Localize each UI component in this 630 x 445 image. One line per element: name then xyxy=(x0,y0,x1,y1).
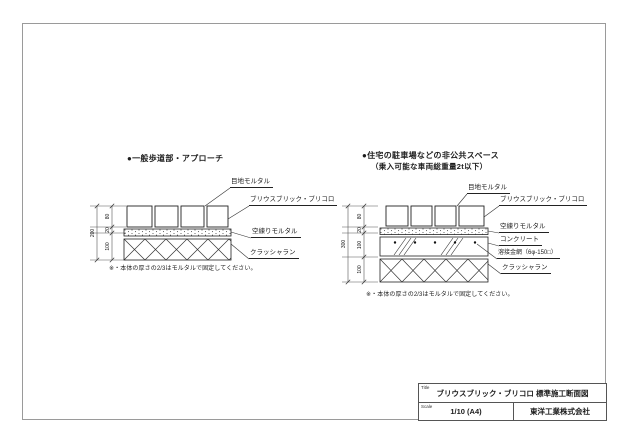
left-label-product: ブリウスブリック・ブリコロ xyxy=(249,196,338,206)
right-wire-mesh-dots xyxy=(393,241,477,244)
left-label-joint-mortar: 目地モルタル xyxy=(230,178,273,188)
left-section-note: ※・本体の厚さの2/3はモルタルで固定してください。 xyxy=(109,266,257,272)
left-dim-crusher: 100 xyxy=(105,242,111,251)
left-section-title: ●一般歩道部・アプローチ xyxy=(127,154,224,163)
left-crusher-layer xyxy=(123,238,232,261)
right-label-concrete: コンクリート xyxy=(499,236,542,246)
right-dim-concrete: 100 xyxy=(357,241,363,250)
right-label-wire-mesh: 溶接金網（6φ-150□） xyxy=(497,249,560,259)
left-leader-lines xyxy=(204,187,252,260)
right-label-joint-mortar: 目地モルタル xyxy=(467,184,510,194)
company-name: 東洋工業株式会社 xyxy=(530,407,590,416)
left-label-crusher-run: クラッシャラン xyxy=(249,249,299,259)
right-label-product: ブリウスブリック・ブリコロ xyxy=(499,196,588,206)
right-dim-total: 300 xyxy=(341,240,347,249)
drawing-scale: 1/10 (A4) xyxy=(450,407,482,416)
right-label-crusher-run: クラッシャラン xyxy=(501,264,551,274)
title-block-scale-row: Scale 1/10 (A4) 東洋工業株式会社 xyxy=(419,403,606,420)
left-dim-mortar: 20 xyxy=(105,227,111,233)
right-section-title-line1: ●住宅の駐車場などの非公共スペース xyxy=(362,151,499,160)
right-dim-mortar: 20 xyxy=(357,227,363,233)
right-section-drawing: 300 80 20 100 100 xyxy=(341,193,502,285)
right-dimension-lines xyxy=(342,203,378,285)
title-block: Title ブリウスブリック・ブリコロ 標準施工断面図 Scale 1/10 (… xyxy=(418,383,607,421)
title-block-title-row: Title ブリウスブリック・ブリコロ 標準施工断面図 xyxy=(419,384,606,403)
left-dim-total: 200 xyxy=(90,229,96,238)
right-dim-brick: 80 xyxy=(357,214,363,220)
left-label-dry-mortar: 空練りモルタル xyxy=(251,228,301,238)
scale-tag: Scale xyxy=(421,404,433,409)
scale-cell: Scale 1/10 (A4) xyxy=(419,403,514,420)
right-section-title-line2: （乗入可能な車両総重量2t以下） xyxy=(371,162,488,171)
right-crusher-layer xyxy=(379,258,489,283)
right-label-dry-mortar: 空練りモルタル xyxy=(499,223,549,233)
title-tag: Title xyxy=(421,385,430,390)
right-concrete-layer xyxy=(379,236,489,257)
right-brick-layer xyxy=(385,205,485,227)
left-dim-brick: 80 xyxy=(105,214,111,220)
left-dimension-lines xyxy=(90,203,126,263)
drawing-title: ブリウスブリック・ブリコロ 標準施工断面図 xyxy=(436,388,589,398)
left-brick-layer xyxy=(126,205,229,228)
right-section-note: ※・本体の厚さの2/3はモルタルで固定してください。 xyxy=(366,292,514,298)
right-dim-crusher: 100 xyxy=(357,265,363,274)
right-leader-lines xyxy=(456,193,502,275)
company-cell: 東洋工業株式会社 xyxy=(514,403,606,420)
left-section-drawing: 200 80 20 100 xyxy=(90,187,252,263)
drawing-frame xyxy=(22,23,606,420)
right-mortar-layer xyxy=(379,227,489,235)
left-mortar-layer xyxy=(123,228,232,237)
